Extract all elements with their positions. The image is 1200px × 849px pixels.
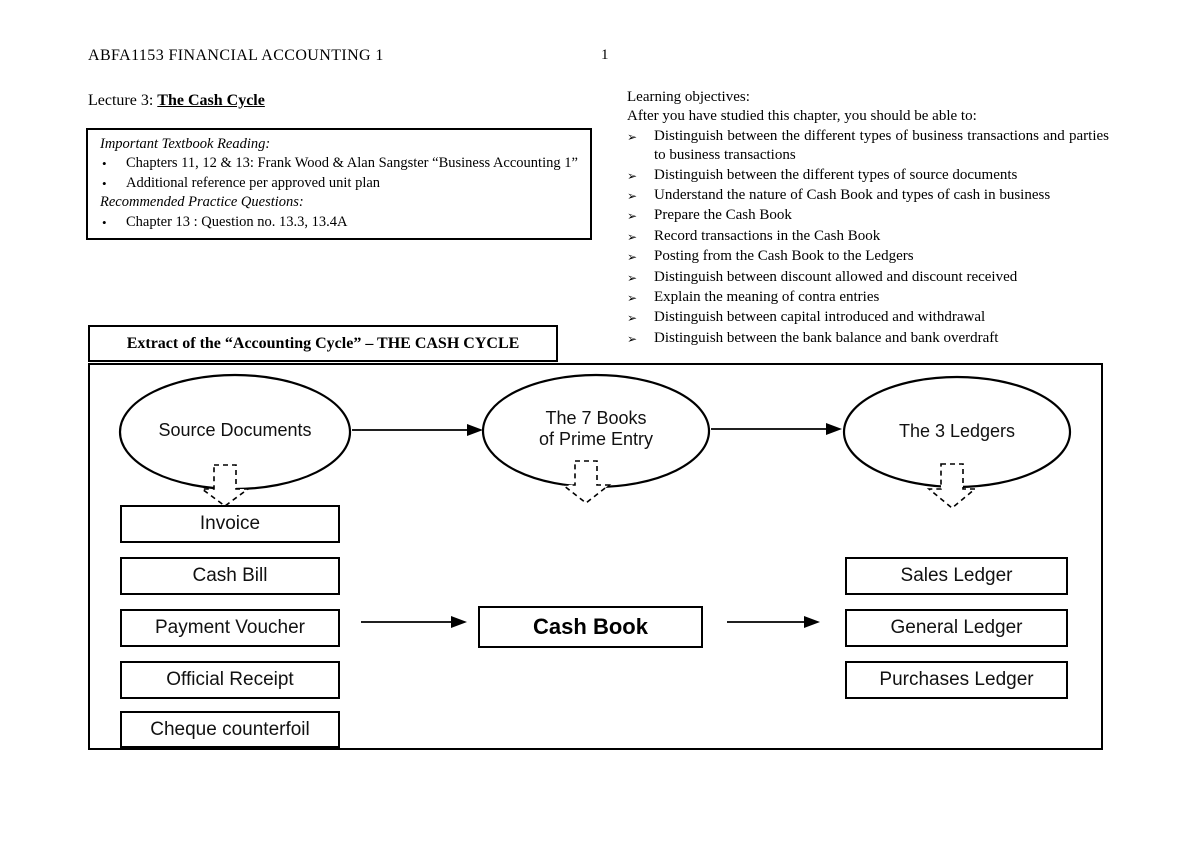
reading-item: • Chapters 11, 12 & 13: Frank Wood & Ala… — [100, 154, 582, 173]
objective-item: ➢ Distinguish between the bank balance an… — [627, 329, 1109, 349]
prime-entry-label-line1: The 7 Books — [545, 408, 647, 428]
arrow-bullet-icon: ➢ — [627, 209, 638, 224]
source-documents-label: Source Documents — [158, 420, 312, 440]
objective-item: ➢ Prepare the Cash Book — [627, 206, 1109, 226]
reading-box: Important Textbook Reading: • Chapters 1… — [86, 128, 592, 241]
cash-book-box: Cash Book — [478, 606, 703, 648]
arrow-bullet-icon: ➢ — [627, 168, 638, 183]
arrow-bullet-icon: ➢ — [627, 291, 638, 306]
objective-item: ➢ Distinguish between the different types… — [627, 127, 1109, 166]
objective-text: Distinguish between the bank balance and… — [654, 329, 999, 346]
objective-text: Prepare the Cash Book — [654, 207, 792, 224]
ledgers-label: The 3 Ledgers — [898, 421, 1016, 441]
arrow-bullet-icon: ➢ — [627, 331, 638, 346]
course-title: ABFA1153 FINANCIAL ACCOUNTING 1 — [88, 47, 384, 64]
objective-text: Record transactions in the Cash Book — [654, 227, 881, 244]
source-doc-box-payment-voucher: Payment Voucher — [120, 609, 340, 647]
source-doc-box-official-receipt: Official Receipt — [120, 661, 340, 699]
objectives-intro: After you have studied this chapter, you… — [627, 108, 977, 125]
diagram-title: Extract of the “Accounting Cycle” – THE … — [126, 334, 520, 352]
practice-heading: Recommended Practice Questions: — [100, 194, 304, 211]
bullet-icon: • — [102, 156, 107, 172]
objectives-title: Learning objectives: — [627, 89, 750, 105]
source-doc-box-invoice: Invoice — [120, 505, 340, 543]
objective-text: Distinguish between the different types … — [654, 127, 1109, 164]
cashbook-arrow-left — [361, 616, 467, 628]
cashbook-arrow-right — [727, 616, 820, 628]
practice-item-text: Chapter 13 : Question no. 13.3, 13.4A — [126, 213, 348, 230]
objective-text: Distinguish between capital introduced a… — [654, 309, 986, 326]
arrow-bullet-icon: ➢ — [627, 229, 638, 244]
ledger-box-purchases: Purchases Ledger — [845, 661, 1068, 699]
prime-entry-label-line2: of Prime Entry — [538, 429, 654, 449]
lecture-heading: Lecture 3: The Cash Cycle — [88, 92, 265, 110]
objective-text: Distinguish between the different types … — [654, 166, 1018, 183]
dashed-down-arrow-3 — [926, 463, 978, 510]
objective-text: Posting from the Cash Book to the Ledger… — [654, 248, 914, 265]
objective-text: Distinguish between discount allowed and… — [654, 268, 1018, 285]
objective-text: Explain the meaning of contra entries — [654, 289, 880, 306]
diagram-title-box: Extract of the “Accounting Cycle” – THE … — [88, 325, 558, 362]
ledger-box-general: General Ledger — [845, 609, 1068, 647]
bullet-icon: • — [102, 175, 107, 191]
reading-item-text: Chapters 11, 12 & 13: Frank Wood & Alan … — [126, 155, 578, 172]
objective-item: ➢ Posting from the Cash Book to the Ledge… — [627, 247, 1109, 267]
objective-item: ➢ Distinguish between discount allowed an… — [627, 268, 1109, 288]
lecture-prefix: Lecture 3: — [88, 92, 158, 109]
objectives-section: Learning objectives: After you have stud… — [627, 88, 1109, 349]
objective-text: Understand the nature of Cash Book and t… — [654, 187, 1051, 204]
reading-item-text: Additional reference per approved unit p… — [126, 174, 381, 191]
dashed-down-arrow-1 — [199, 464, 251, 507]
flow-arrow-1 — [352, 424, 483, 436]
objective-item: ➢ Explain the meaning of contra entries — [627, 288, 1109, 308]
arrow-bullet-icon: ➢ — [627, 250, 638, 265]
arrow-bullet-icon: ➢ — [627, 311, 638, 326]
reading-item: • Additional reference per approved unit… — [100, 174, 582, 193]
arrow-bullet-icon: ➢ — [627, 189, 638, 204]
prime-entry-label: The 7 Books of Prime Entry — [496, 408, 696, 450]
page-number: 1 — [601, 47, 609, 63]
ledger-box-sales: Sales Ledger — [845, 557, 1068, 595]
source-doc-box-cash-bill: Cash Bill — [120, 557, 340, 595]
dashed-down-arrow-2 — [560, 460, 612, 505]
objective-item: ➢ Understand the nature of Cash Book and … — [627, 186, 1109, 206]
bullet-icon: • — [102, 214, 107, 230]
reading-heading: Important Textbook Reading: — [100, 136, 271, 152]
arrow-bullet-icon: ➢ — [627, 270, 638, 285]
lecture-title: The Cash Cycle — [157, 92, 265, 109]
arrow-bullet-icon: ➢ — [627, 129, 638, 144]
flow-arrow-2 — [711, 423, 842, 435]
objective-item: ➢ Distinguish between the different types… — [627, 166, 1109, 186]
objective-item: ➢ Distinguish between capital introduced … — [627, 308, 1109, 328]
objective-item: ➢ Record transactions in the Cash Book — [627, 227, 1109, 247]
practice-item: • Chapter 13 : Question no. 13.3, 13.4A — [100, 213, 582, 232]
source-doc-box-cheque-counterfoil: Cheque counterfoil — [120, 711, 340, 748]
